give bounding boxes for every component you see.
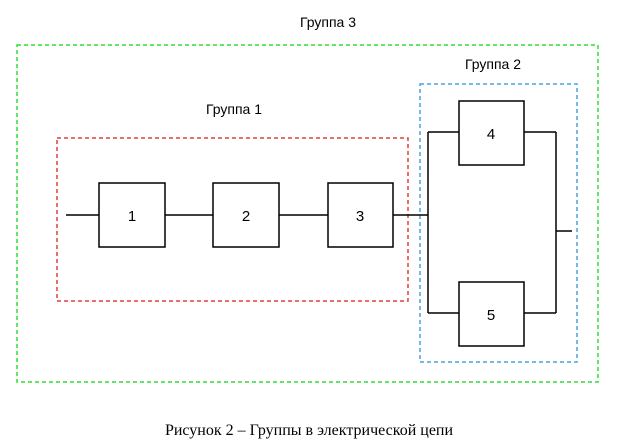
block-4 <box>458 100 525 166</box>
group-3-frame <box>16 44 599 383</box>
block-1-label: 1 <box>128 208 136 225</box>
group-1-label: Группа 1 <box>206 101 262 117</box>
block-2-label: 2 <box>242 208 250 225</box>
group-1-frame <box>56 137 409 302</box>
block-2 <box>212 182 280 248</box>
group-3-label: Группа 3 <box>300 14 356 30</box>
block-4-label: 4 <box>487 126 495 143</box>
block-3-label: 3 <box>356 208 364 225</box>
group-2-label: Группа 2 <box>465 56 521 72</box>
block-3 <box>327 182 394 248</box>
block-5-label: 5 <box>487 307 495 324</box>
group-2-frame <box>419 83 578 363</box>
block-5 <box>458 281 525 347</box>
block-1 <box>98 182 166 248</box>
figure-caption: Рисунок 2 – Группы в электрической цепи <box>164 422 454 439</box>
